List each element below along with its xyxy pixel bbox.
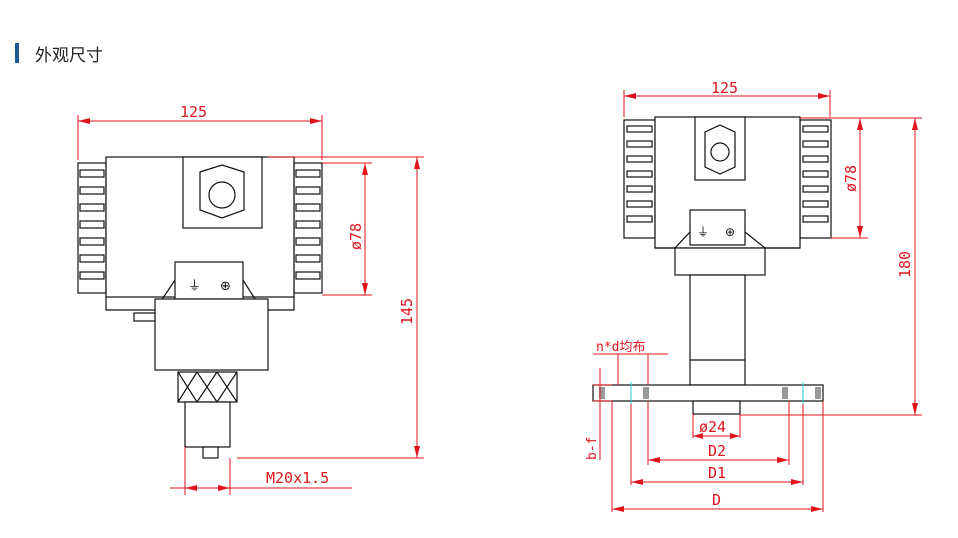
screw-icon: ⊕ xyxy=(220,279,231,294)
ground-symbol-icon: ⏚ xyxy=(697,225,709,239)
nozzle-diameter-label: ø24 xyxy=(699,418,726,436)
width-label: 125 xyxy=(711,79,738,97)
accent-bar xyxy=(15,43,19,63)
section-header: 外观尺寸 xyxy=(15,42,103,66)
d2-label: D2 xyxy=(708,442,726,460)
section-title: 外观尺寸 xyxy=(35,45,103,66)
thread-label: M20x1.5 xyxy=(266,469,329,487)
right-view: ⏚ ⊕ 125 ø78 180 n*d均布 b-f ø24 D2 D1 D xyxy=(585,79,922,512)
cover-diameter-label: ø78 xyxy=(842,165,860,192)
d1-label: D1 xyxy=(708,464,726,482)
holes-label: n*d均布 xyxy=(596,340,645,355)
height-label: 180 xyxy=(896,251,914,278)
d-label: D xyxy=(712,491,721,509)
flange-thickness-label: b-f xyxy=(585,437,600,460)
screw-icon: ⊕ xyxy=(725,225,735,239)
ground-symbol-icon: ⏚ xyxy=(188,279,201,294)
height-label: 145 xyxy=(398,298,416,325)
width-label: 125 xyxy=(180,103,207,121)
left-view: ⏚ ⊕ 125 ø78 145 M20x1.5 xyxy=(77,103,424,495)
cover-diameter-label: ø78 xyxy=(347,223,365,250)
